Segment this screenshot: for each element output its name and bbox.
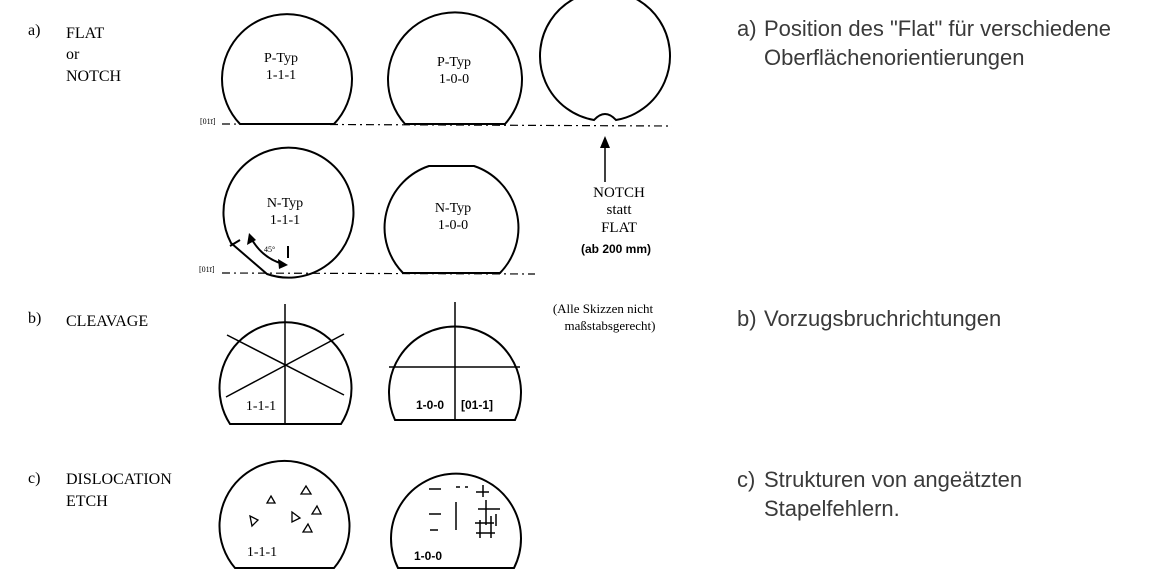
cleavage-wafer-100-label: 1-0-0	[416, 398, 444, 412]
caption-a-letter: a)	[737, 16, 757, 41]
wafer-n-111-type: N-Typ	[267, 196, 303, 211]
scale-note-line-2: maßstabsgerecht)	[565, 318, 656, 333]
etch-pits-triangles	[249, 484, 323, 533]
etch-defect-lines	[429, 485, 500, 538]
notch-note: (ab 200 mm)	[581, 242, 651, 256]
caption-c-line-1: Strukturen von angeätzten	[764, 467, 1023, 492]
scale-note-line-1: (Alle Skizzen nicht	[553, 301, 654, 316]
angle-label: 45°	[264, 245, 275, 254]
cleavage-line-diagonal-2	[225, 333, 345, 398]
section-c-title-line-1: DISLOCATION	[66, 471, 172, 488]
caption-b-line-1: Vorzugsbruchrichtungen	[764, 306, 1002, 331]
section-b-title: CLEAVAGE	[66, 313, 148, 330]
direction-label-top: [01ī]	[200, 117, 216, 126]
wafer-p-100-orient: 1-0-0	[439, 72, 469, 87]
section-b-letter: b)	[28, 310, 41, 327]
wafer-n-111-outline	[222, 146, 355, 279]
triangle-pit	[310, 504, 323, 515]
wafer-p-100-outline	[387, 11, 523, 125]
cleavage-wafer-100-direction: [01-1]	[461, 398, 493, 412]
caption-b: b) Vorzugsbruchrichtungen	[737, 304, 1001, 333]
section-a-title-line-3: NOTCH	[66, 68, 122, 85]
caption-a: a) Position des "Flat" für verschiedene O…	[737, 14, 1111, 72]
wafer-n-100-type: N-Typ	[435, 201, 471, 216]
caption-a-line-1: Position des "Flat" für verschiedene	[764, 16, 1112, 41]
notch-label-line-2: statt	[607, 202, 633, 218]
notch-label-line-1: NOTCH	[593, 185, 645, 201]
triangle-pit	[291, 510, 302, 524]
notch-label-line-3: FLAT	[601, 220, 637, 236]
flat-reference-line-bottom	[221, 272, 536, 275]
cleavage-wafer-111-label: 1-1-1	[246, 399, 276, 414]
triangle-pit	[265, 494, 277, 504]
section-a-letter: a)	[28, 22, 40, 39]
angle-arrow-start-icon	[247, 233, 256, 245]
section-c-title-line-2: ETCH	[66, 493, 108, 510]
section-a-title-line-2: or	[66, 46, 80, 63]
caption-b-letter: b)	[737, 306, 757, 331]
wafer-n-100-orient: 1-0-0	[438, 218, 468, 233]
wafer-n-100-outline	[383, 165, 520, 274]
angle-arrow-end-icon	[278, 259, 288, 269]
cleavage-wafer-111-outline	[218, 321, 353, 425]
triangle-pit	[299, 484, 313, 495]
flat-reference-line-top	[221, 123, 673, 127]
caption-c: c) Strukturen von angeätzten Stapelfehler…	[737, 465, 1022, 523]
wafer-p-111-outline	[221, 13, 353, 125]
triangle-pit	[249, 514, 260, 528]
wafer-p-111-orient: 1-1-1	[266, 68, 296, 83]
notch-arrow-head-icon	[600, 136, 610, 148]
etch-wafer-111-label: 1-1-1	[247, 545, 277, 560]
flat-mark-diagonal	[229, 239, 241, 247]
section-a-title-line-1: FLAT	[66, 25, 104, 42]
direction-label-bottom: [01ī]	[199, 265, 215, 274]
wafer-notch-outline	[539, 0, 671, 122]
wafer-p-100-type: P-Typ	[437, 55, 471, 70]
etch-wafer-100-outline	[390, 472, 522, 569]
cleavage-wafer-100-outline	[388, 325, 522, 421]
caption-c-line-2: Stapelfehlern.	[764, 496, 900, 521]
wafer-n-111-orient: 1-1-1	[270, 213, 300, 228]
section-c-letter: c)	[28, 470, 40, 487]
etch-wafer-111-outline	[218, 459, 351, 569]
wafer-p-111-type: P-Typ	[264, 51, 298, 66]
etch-wafer-100-label: 1-0-0	[414, 549, 442, 563]
triangle-pit	[301, 522, 314, 533]
caption-a-line-2: Oberflächenorientierungen	[764, 45, 1025, 70]
caption-c-letter: c)	[737, 467, 756, 492]
